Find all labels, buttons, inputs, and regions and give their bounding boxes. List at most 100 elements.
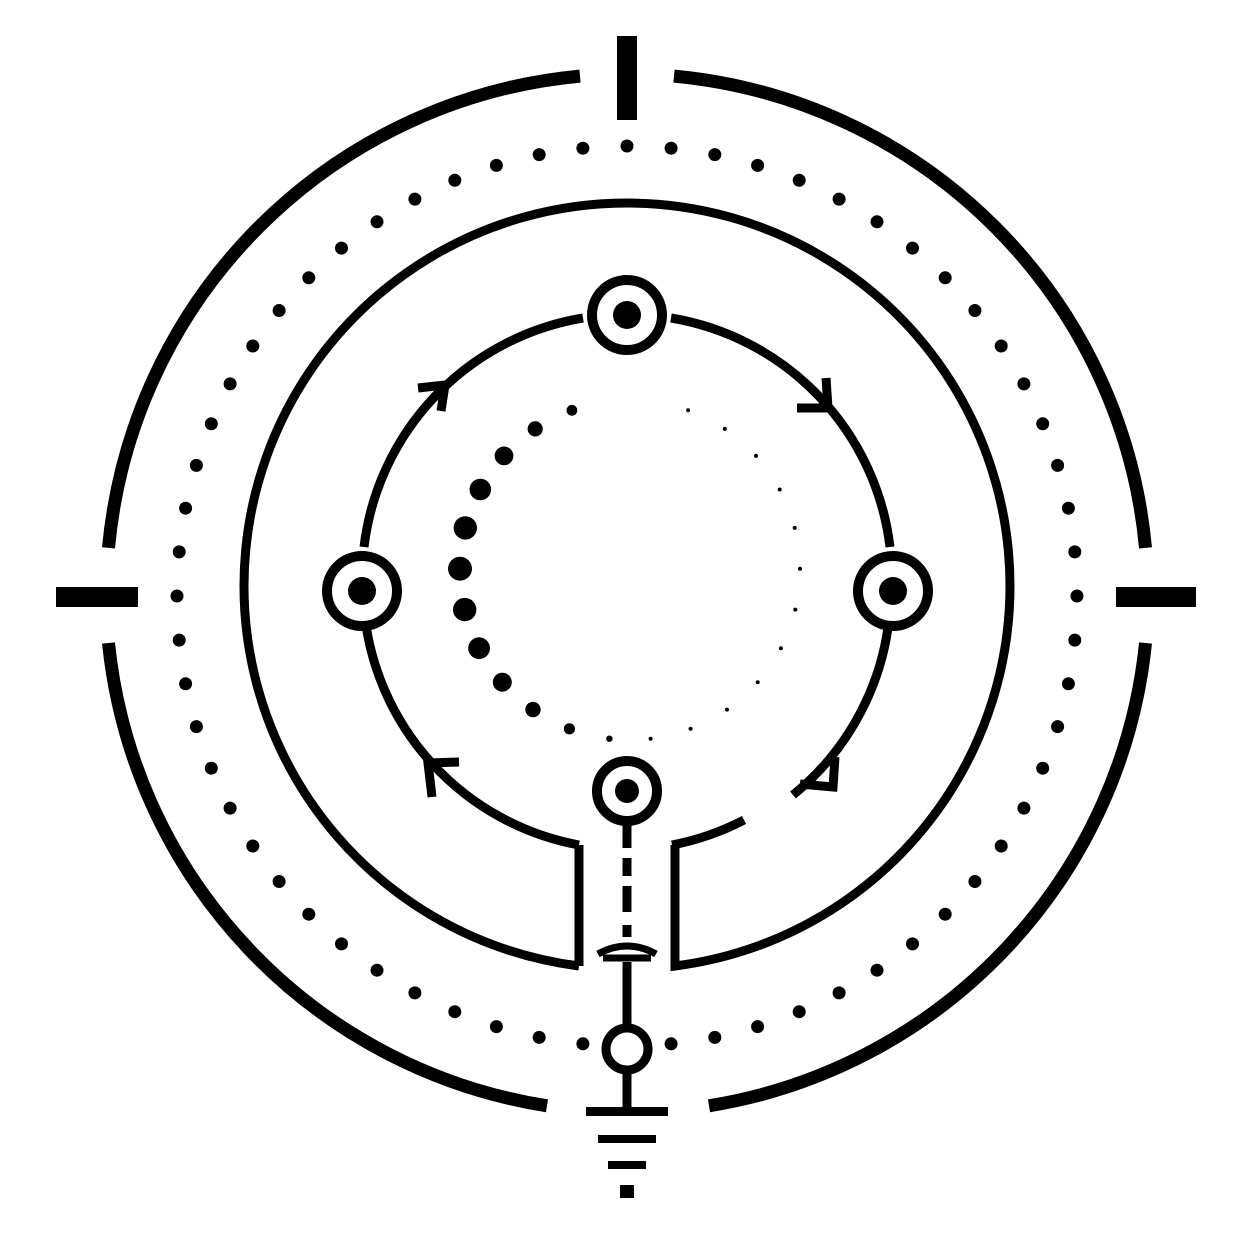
dot (370, 963, 384, 977)
dot (489, 1020, 503, 1034)
dot (1061, 677, 1075, 691)
dot (1036, 417, 1050, 431)
dot (906, 241, 919, 255)
dot (688, 726, 693, 731)
inner-dotted-ring (448, 404, 802, 742)
dot (448, 556, 472, 581)
dot (606, 735, 613, 742)
dot (576, 141, 590, 155)
dot (189, 458, 203, 472)
dot (664, 1037, 678, 1051)
dot (576, 1037, 590, 1051)
dot (664, 141, 678, 155)
dot (722, 426, 727, 431)
dot (870, 963, 884, 977)
dot (453, 516, 477, 540)
dot (179, 677, 193, 691)
node-centers (348, 301, 907, 803)
dot (1017, 801, 1031, 815)
dot (832, 192, 846, 206)
dot (792, 1005, 806, 1019)
dot (751, 1020, 765, 1034)
dot (1061, 501, 1075, 515)
dot (172, 633, 186, 647)
dot (204, 417, 218, 431)
dot (1068, 545, 1082, 559)
dot (189, 720, 203, 734)
dot (408, 192, 422, 206)
dot (272, 875, 286, 888)
dot (223, 801, 237, 815)
dot (532, 1030, 546, 1044)
dot (179, 501, 193, 515)
dot (751, 158, 765, 172)
dot (906, 937, 919, 951)
dot (1036, 761, 1050, 775)
flow-arrows (417, 377, 840, 798)
dot (792, 173, 806, 187)
outer-ring-arc-top-left (102, 69, 581, 549)
dot (532, 148, 546, 162)
dot (489, 158, 503, 172)
lower-node (601, 1023, 653, 1075)
dot (302, 907, 316, 921)
dot (755, 680, 760, 685)
dot (994, 339, 1008, 353)
dot (793, 607, 798, 612)
dot (223, 377, 237, 391)
dot (246, 839, 260, 853)
dot (938, 907, 952, 921)
dot (172, 545, 186, 559)
middle-ring (239, 198, 1015, 972)
dot (832, 986, 846, 1000)
dot (527, 421, 543, 437)
dot (968, 875, 982, 888)
arrow-icon (797, 377, 833, 413)
dot (408, 986, 422, 1000)
dot (563, 723, 576, 735)
dot (453, 597, 477, 622)
ground-symbol-icon (586, 1107, 668, 1198)
dot (272, 304, 286, 317)
inner-ring (359, 313, 895, 850)
dot (448, 1005, 462, 1019)
dot (938, 271, 952, 285)
outer-ring (102, 69, 1152, 1113)
dot (1017, 377, 1031, 391)
dot (335, 241, 348, 255)
dot (725, 707, 729, 712)
dot (302, 271, 316, 285)
dot (494, 446, 514, 466)
dot (1051, 458, 1065, 472)
dot (525, 701, 541, 718)
dot (370, 215, 384, 229)
dot (468, 637, 490, 660)
arrow-icon (417, 379, 451, 412)
dot (246, 339, 260, 353)
dot (798, 566, 802, 571)
dot (335, 937, 348, 951)
outer-ring-arc-bottom-right (707, 642, 1152, 1113)
dot (620, 139, 634, 153)
dot (686, 408, 691, 413)
dot (1051, 720, 1065, 734)
outer-ring-arc-top-right (673, 69, 1152, 549)
outer-ring-arc-bottom-left (102, 642, 549, 1113)
nodes (322, 275, 933, 1075)
dot (1068, 633, 1082, 647)
dot (566, 404, 578, 416)
dot (778, 646, 783, 651)
dot (1070, 589, 1084, 603)
dot (708, 1030, 722, 1044)
dot (170, 589, 184, 603)
arrow-icon (422, 757, 460, 798)
dot (492, 672, 512, 692)
dot (708, 148, 722, 162)
dot (448, 173, 462, 187)
dot (994, 839, 1008, 853)
dot (469, 478, 492, 501)
arrow-icon (799, 756, 840, 792)
dot (792, 525, 797, 530)
